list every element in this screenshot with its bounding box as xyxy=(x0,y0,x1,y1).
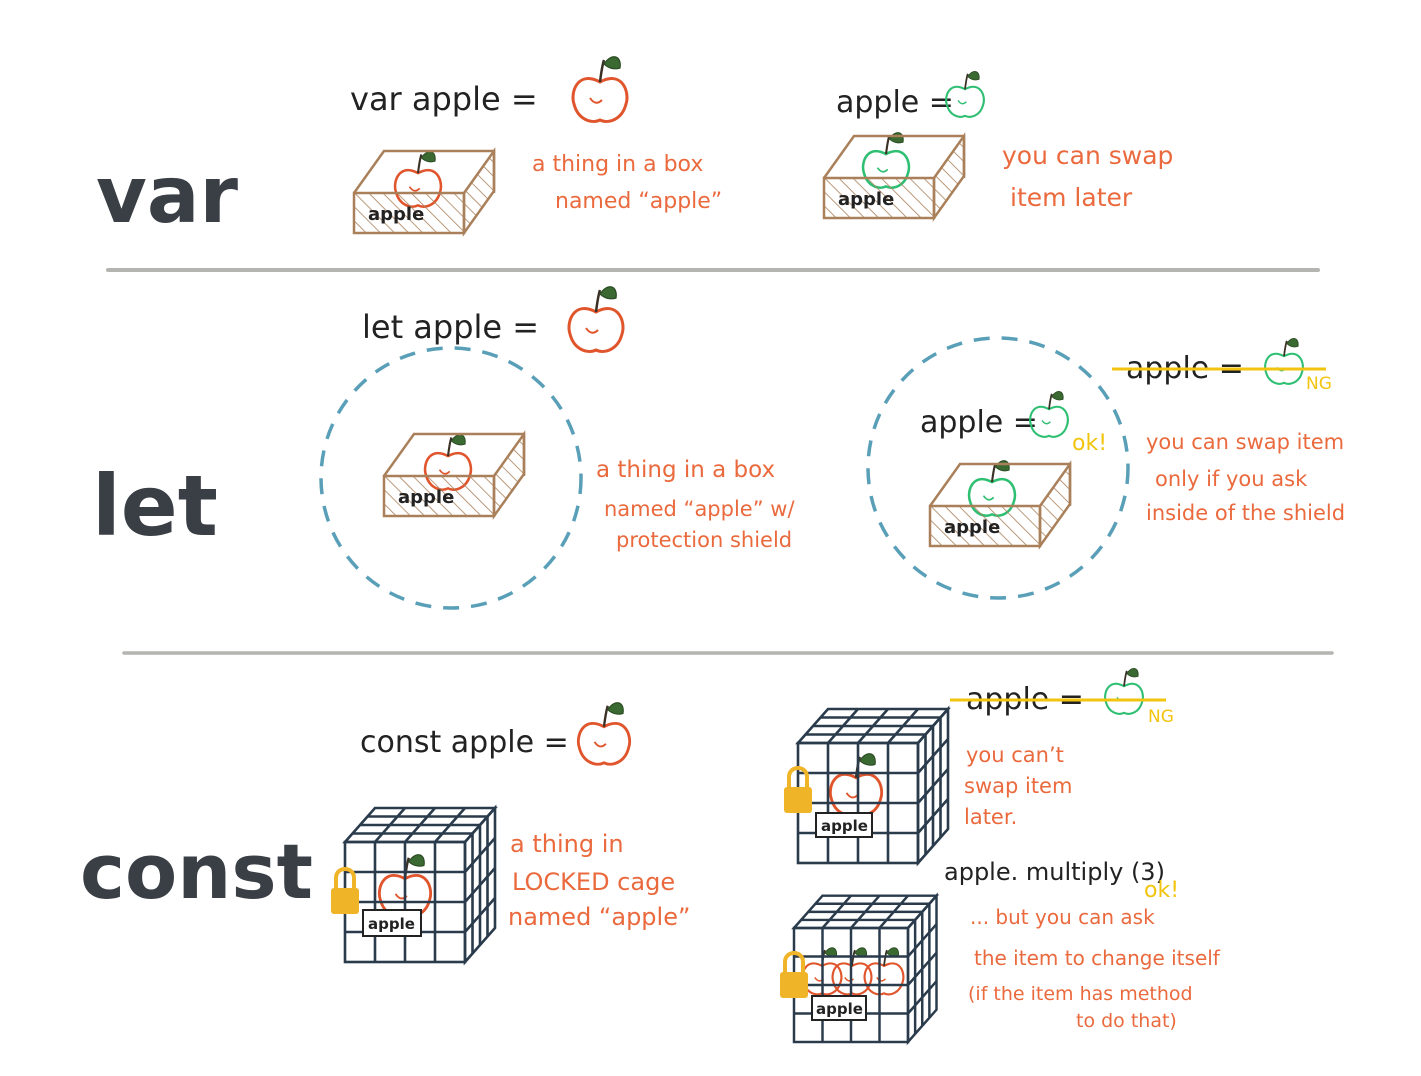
apple-box-icon: apple xyxy=(928,459,1072,548)
var-heading: var xyxy=(96,151,238,241)
let-note-2-line-1: you can swap item xyxy=(1146,430,1344,454)
red-apple-icon xyxy=(571,55,629,123)
cage-label: apple xyxy=(816,1000,863,1018)
red-apple-icon xyxy=(567,285,625,353)
let-note-2-line-3: inside of the shield xyxy=(1146,501,1345,525)
var-note-2-line-1: you can swap xyxy=(1002,141,1173,170)
const-note-3-line-1: ... but you can ask xyxy=(970,905,1155,929)
const-code: const apple = xyxy=(360,725,569,760)
let-outer-assign-crossed: apple = NG xyxy=(1112,337,1332,394)
const-outer-assign-crossed: apple = NG xyxy=(950,667,1174,727)
const-note-2-line-1: you can’t xyxy=(966,743,1064,767)
green-apple-icon xyxy=(1264,337,1304,385)
ng-label: NG xyxy=(1148,707,1174,727)
let-heading: let xyxy=(92,457,218,555)
var-note-1-line-2: named “apple” xyxy=(555,189,722,214)
protection-shield xyxy=(866,336,1130,600)
var-code: var apple = xyxy=(350,80,538,118)
protection-shield xyxy=(319,346,583,610)
let-note-1-line-2: named “apple” w/ xyxy=(604,497,795,521)
box-label: apple xyxy=(368,204,424,225)
apple-box-icon: apple xyxy=(382,432,526,518)
const-note-1-line-1: a thing in xyxy=(510,830,624,858)
apple-box-icon: apple xyxy=(822,131,966,220)
box-label: apple xyxy=(838,189,894,210)
const-note-1-line-2: LOCKED cage xyxy=(512,868,675,896)
cage-label: apple xyxy=(821,817,868,835)
var-note-2-line-2: item later xyxy=(1010,183,1133,212)
const-note-3-line-2: the item to change itself xyxy=(974,946,1221,970)
ok-label: ok! xyxy=(1144,878,1179,903)
box-label: apple xyxy=(398,487,454,508)
let-note-2-line-2: only if you ask xyxy=(1155,467,1308,491)
apple-box-icon: apple xyxy=(352,149,496,235)
const-note-2-line-2: swap item xyxy=(964,774,1072,798)
red-apple-icon xyxy=(576,701,632,766)
const-note-3-line-4: to do that) xyxy=(1076,1010,1177,1032)
const-heading: const xyxy=(80,827,313,916)
let-note-1-line-3: protection shield xyxy=(616,528,792,552)
locked-cage-icon: apple xyxy=(778,894,938,1044)
locked-cage-icon: apple xyxy=(329,806,497,964)
let-code: let apple = xyxy=(362,308,539,346)
ng-label: NG xyxy=(1306,374,1332,394)
green-apple-icon xyxy=(1104,667,1144,715)
locked-cage-icon: apple xyxy=(782,707,950,865)
var-note-1-line-1: a thing in a box xyxy=(532,152,703,177)
const-note-2-line-3: later. xyxy=(964,805,1017,829)
let-inner-assign: apple = xyxy=(920,405,1038,440)
box-label: apple xyxy=(944,517,1000,538)
var-assign: apple = xyxy=(836,85,954,120)
const-note-3-line-3: (if the item has method xyxy=(968,983,1193,1005)
const-note-1-line-3: named “apple” xyxy=(508,903,690,931)
ok-label: ok! xyxy=(1072,431,1107,456)
cage-label: apple xyxy=(368,915,415,933)
let-note-1-line-1: a thing in a box xyxy=(596,457,775,483)
method-call: apple. multiply (3) xyxy=(944,858,1165,886)
